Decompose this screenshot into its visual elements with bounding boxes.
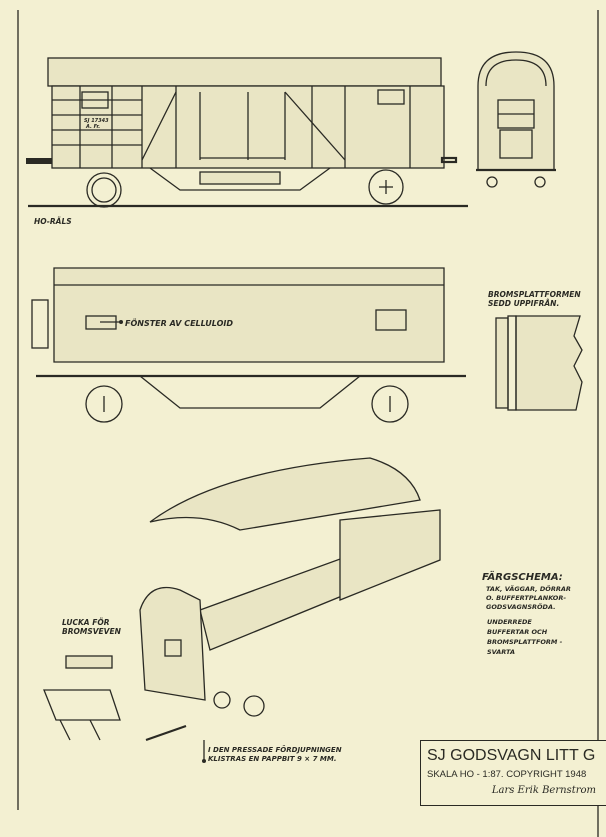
color-line: BROMSPLATTFORM - (487, 638, 563, 646)
color-line: O. BUFFERTPLANKOR- (486, 594, 566, 602)
hatch-label-2: BROMSVEVEN (62, 627, 122, 636)
color-line: UNDERREDE (487, 618, 532, 626)
drawing-title: SJ GODSVAGN LITT G (427, 747, 596, 764)
rail-label: HO-RÄLS (34, 217, 72, 226)
scale-copyright: SKALA HO - 1:87. COPYRIGHT 1948 (427, 769, 587, 780)
color-line: GODSVAGNSRÖDA. (486, 602, 556, 611)
brake-platform-label-2: SEDD UPPIFRÅN. (488, 299, 559, 308)
window-label: FÖNSTER AV CELLULOID (125, 318, 233, 328)
celluloid-window-right (375, 309, 407, 331)
side-view: SJ 17343 A. Fr. HO-RÄLS (26, 57, 468, 226)
car-number-marking: SJ 17343 (84, 118, 109, 124)
roof-side (47, 57, 442, 87)
top-view: FÖNSTER AV CELLULOID (31, 267, 466, 423)
color-line: TAK, VÄGGAR, DÖRRAR (486, 584, 571, 593)
end-view (476, 51, 556, 188)
color-scheme-heading: FÄRGSCHEMA: (482, 569, 563, 583)
glue-note-1: I DEN PRESSADE FÖRDJUPNINGEN (208, 745, 342, 754)
end-wall-iso (139, 586, 206, 701)
hatch-label-1: LUCKA FÖR (62, 618, 110, 627)
brake-platform-view: BROMSPLATTFORMEN SEDD UPPIFRÅN. (488, 290, 583, 411)
signature: Lars Erik Bernstrom (491, 785, 596, 796)
color-line: BUFFERTAR OCH (487, 628, 548, 636)
color-scheme-note: FÄRGSCHEMA: TAK, VÄGGAR, DÖRRAR O. BUFFE… (482, 569, 571, 656)
brake-platform-label-1: BROMSPLATTFORMEN (488, 290, 581, 299)
glue-note-2: KLISTRAS EN PAPPBIT 9 × 7 MM. (208, 755, 337, 763)
roof-iso (149, 457, 421, 531)
title-block: SJ GODSVAGN LITT G SKALA HO - 1:87. COPY… (420, 740, 606, 806)
car-class-marking: A. Fr. (85, 124, 100, 130)
color-line: SVARTA (487, 648, 515, 656)
isometric-view: LUCKA FÖR BROMSVEVEN I DEN PRESSADE FÖRD… (43, 457, 441, 763)
